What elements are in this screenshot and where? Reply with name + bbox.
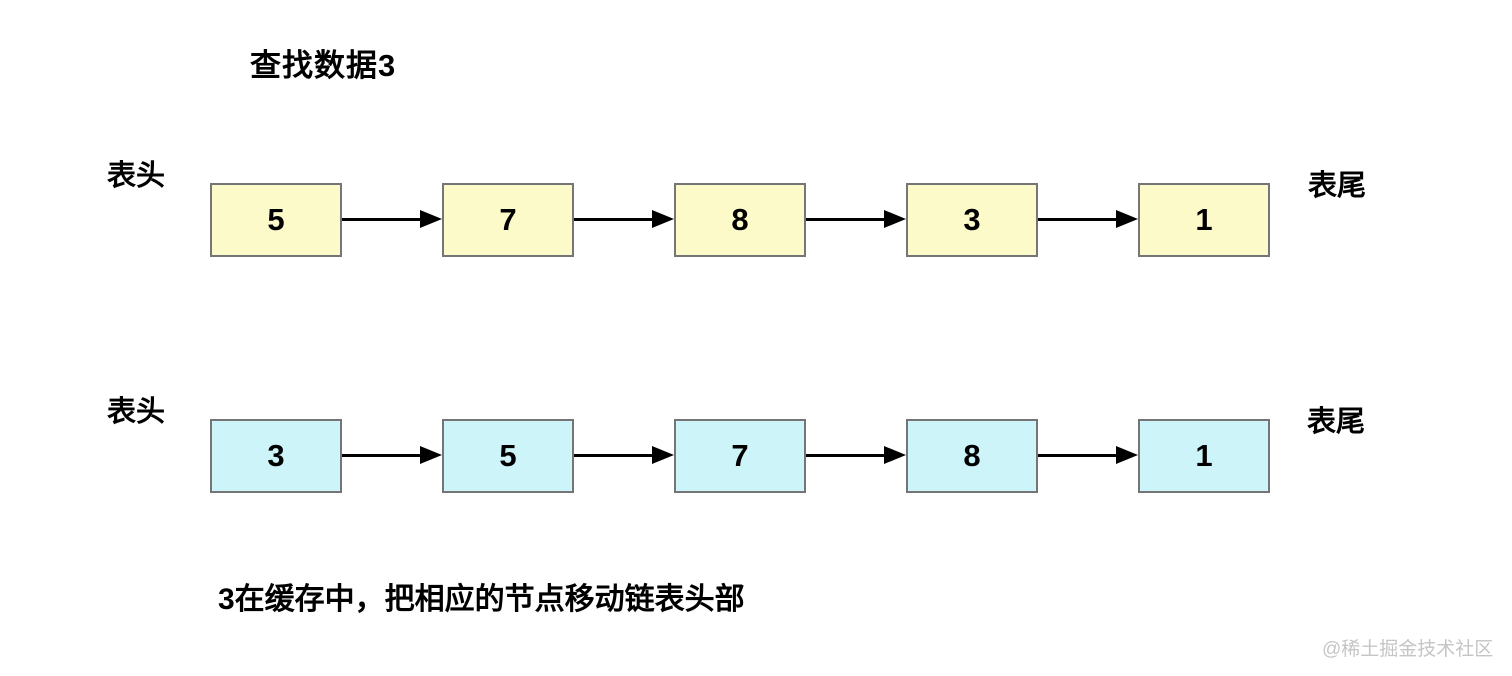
head-label-bottom: 表头 (107, 396, 166, 428)
diagram-title: 查找数据3 (250, 48, 397, 83)
linked-list-top: 5 7 8 3 1 (210, 183, 1270, 257)
list-node: 5 (442, 419, 574, 493)
arrow-right-icon (806, 419, 906, 493)
tail-label-bottom: 表尾 (1307, 406, 1366, 438)
list-node: 7 (442, 183, 574, 257)
list-node: 7 (674, 419, 806, 493)
list-node: 3 (210, 419, 342, 493)
list-node: 1 (1138, 419, 1270, 493)
linked-list-bottom: 3 5 7 8 1 (210, 419, 1270, 493)
head-label-top: 表头 (107, 160, 166, 192)
list-node: 5 (210, 183, 342, 257)
arrow-right-icon (1038, 183, 1138, 257)
arrow-right-icon (806, 183, 906, 257)
arrow-right-icon (574, 419, 674, 493)
diagram-caption: 3在缓存中，把相应的节点移动链表头部 (218, 583, 745, 616)
tail-label-top: 表尾 (1308, 170, 1367, 202)
list-node: 3 (906, 183, 1038, 257)
arrow-right-icon (342, 183, 442, 257)
arrow-right-icon (574, 183, 674, 257)
arrow-right-icon (342, 419, 442, 493)
watermark-text: @稀土掘金技术社区 (1322, 639, 1494, 660)
arrow-right-icon (1038, 419, 1138, 493)
list-node: 8 (674, 183, 806, 257)
list-node: 8 (906, 419, 1038, 493)
list-node: 1 (1138, 183, 1270, 257)
